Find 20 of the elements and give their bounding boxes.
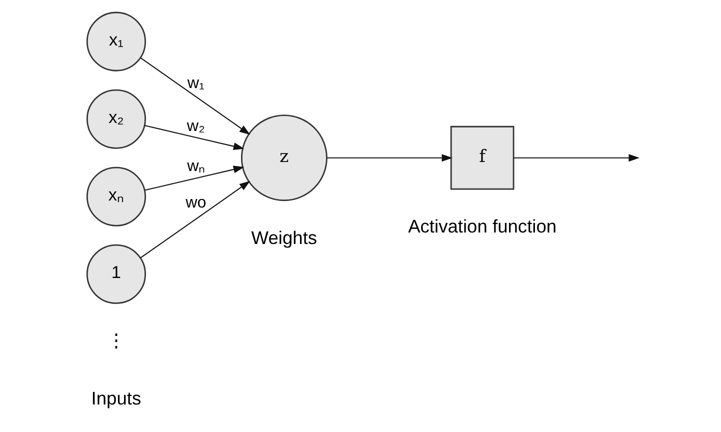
node-box: f: [450, 126, 514, 190]
arrow: [514, 154, 640, 162]
arrow: [140, 180, 250, 258]
node-circle: z: [240, 114, 328, 202]
arrow: [326, 154, 453, 162]
arrow: [144, 166, 244, 191]
node-circle: x₂: [86, 89, 146, 149]
node-circle: 1: [86, 244, 146, 304]
edge-label: w₁: [187, 74, 204, 92]
node-circle: x₁: [86, 12, 146, 72]
arrow: [140, 58, 250, 135]
edge-label: wo: [186, 193, 206, 212]
edge-label: w₂: [186, 116, 205, 135]
arrow: [144, 124, 244, 150]
edge-label: wₙ: [187, 156, 205, 175]
label: Activation function: [408, 215, 557, 236]
label: Weights: [251, 227, 318, 248]
label: ⋮: [107, 329, 126, 350]
label: Inputs: [91, 388, 142, 409]
node-circle: xₙ: [86, 166, 146, 226]
